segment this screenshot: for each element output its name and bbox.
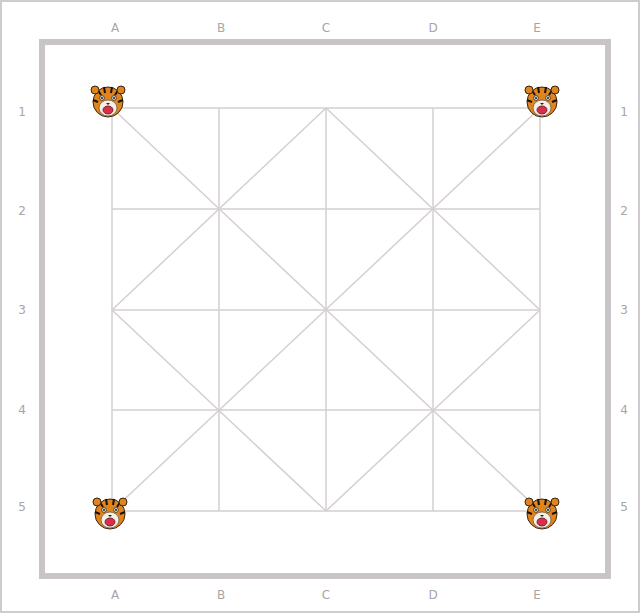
column-letter: B <box>217 22 225 34</box>
row-number: 1 <box>18 106 26 118</box>
column-letter: A <box>111 589 119 601</box>
row-number: 5 <box>620 501 628 513</box>
row-number: 4 <box>620 404 628 416</box>
row-number: 1 <box>620 106 628 118</box>
column-letter: E <box>533 22 541 34</box>
column-letter: D <box>428 22 437 34</box>
row-number: 3 <box>18 304 26 316</box>
column-letter: A <box>111 22 119 34</box>
row-number: 2 <box>620 205 628 217</box>
column-letter: C <box>322 589 330 601</box>
column-letter: B <box>217 589 225 601</box>
column-letter: D <box>428 589 437 601</box>
row-number: 3 <box>620 304 628 316</box>
column-letter: C <box>322 22 330 34</box>
row-number: 5 <box>18 501 26 513</box>
row-number: 2 <box>18 205 26 217</box>
row-number: 4 <box>18 404 26 416</box>
column-letter: E <box>533 589 541 601</box>
